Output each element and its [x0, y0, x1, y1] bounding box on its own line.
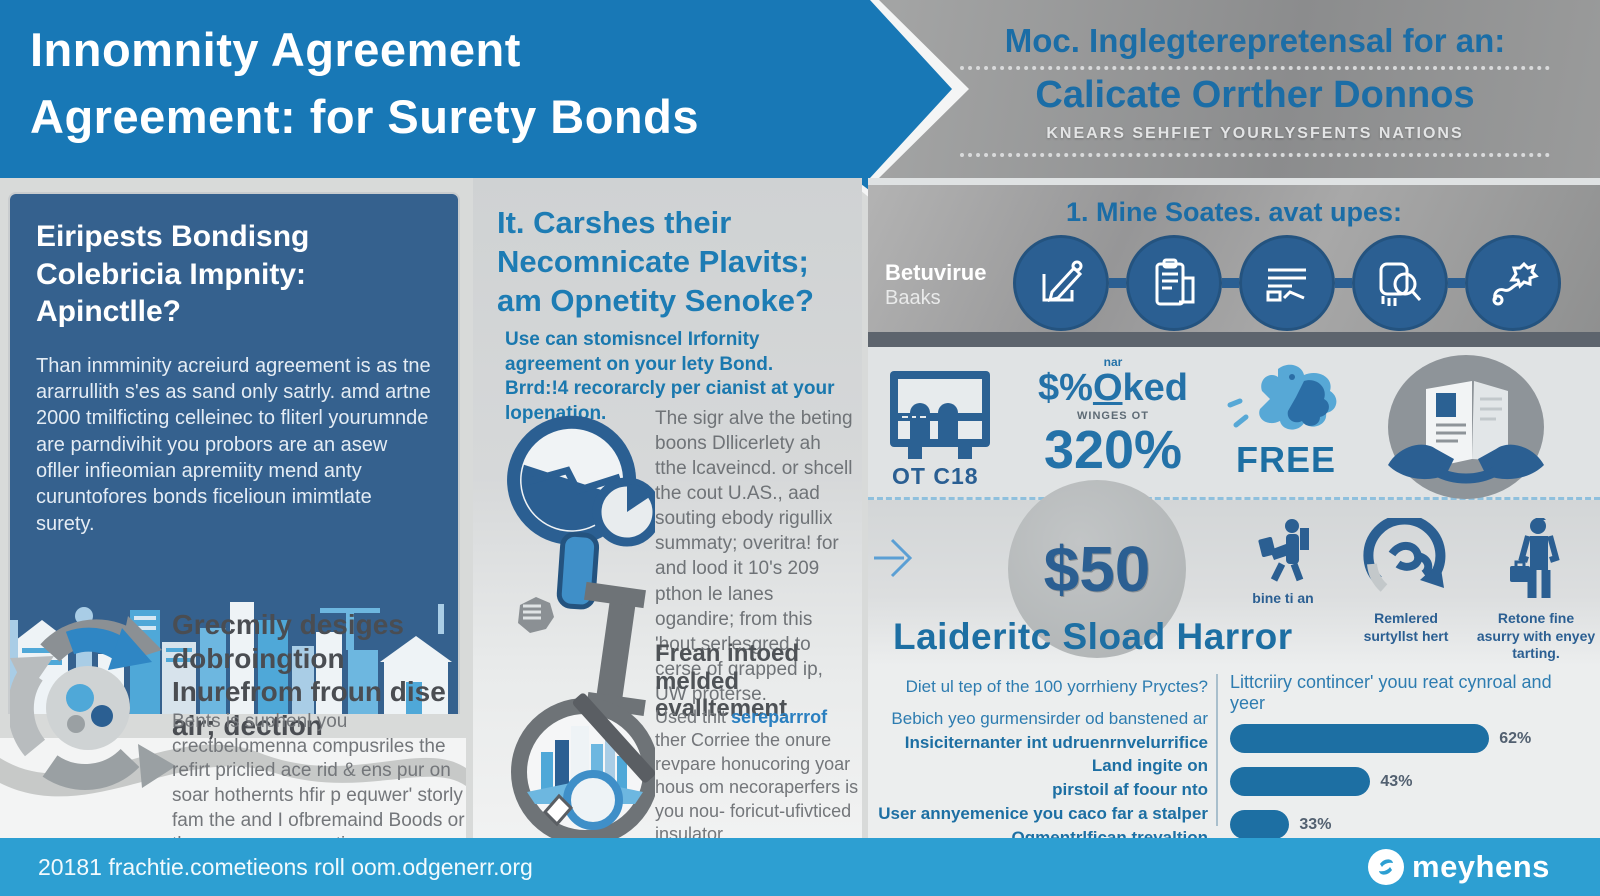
intro-panel: Eiripests Bondisng Colebricia Impnity: A…	[8, 192, 460, 602]
steps-row	[1013, 233, 1593, 333]
chart-title: Littcriiry contincer' youu reat cynroal …	[1230, 672, 1552, 713]
step-circle-1	[1013, 235, 1109, 331]
meyhens-logo-icon	[1368, 849, 1404, 885]
middle-heading: It. Carshes their Necomnicate Plavits; a…	[497, 205, 814, 318]
steps-heading: 1. Mine Soates. avat upes:	[1065, 197, 1403, 227]
chart-bar-label-1: 62%	[1499, 729, 1532, 747]
step-circle-5	[1465, 235, 1561, 331]
qa-text-block: Diet ul tep of the 100 yorrhieny Pryctes…	[878, 676, 1208, 850]
hand-magnifier-icon	[1379, 262, 1422, 306]
middle-column: It. Carshes their Necomnicate Plavits; a…	[473, 178, 862, 867]
chart-bar-label-3: 33%	[1299, 815, 1332, 833]
step-connector	[1335, 278, 1352, 288]
mini-caption-3: Retone fine asurry with enyey tarting.	[1476, 610, 1596, 661]
mini-caption-1: bine ti an	[1252, 590, 1314, 606]
rate-stat-caption: WINGES OT	[1077, 410, 1149, 422]
chart-bar-1	[1230, 724, 1490, 753]
qa-line-4: Land ingite on	[1091, 756, 1208, 776]
step-connector	[1109, 278, 1126, 288]
middle-body: The sigr alve the beting boons Dllicerle…	[655, 408, 853, 705]
dashed-divider	[960, 66, 1550, 70]
middle-sub-heading: Frean intoed melded evalltement	[655, 640, 800, 723]
monitor-label: OT C18	[892, 463, 979, 489]
qa-chart-band: Diet ul tep of the 100 yorrhieny Pryctes…	[868, 668, 1600, 847]
chart-bar-label-2: 43%	[1380, 772, 1413, 790]
qa-line-5: pirstoil af foour nto	[1052, 780, 1208, 799]
rate-stat-tiny: nar	[1103, 355, 1123, 369]
left-lower-heading: Grecmily desiges dobroingtion Inurefrom …	[172, 609, 446, 741]
arrow-right-icon	[874, 538, 913, 578]
clipboard-doc-icon	[1155, 258, 1195, 306]
terms-list-icon	[1266, 268, 1306, 302]
right-column: 1. Mine Soates. avat upes: Betuvirue Baa…	[868, 178, 1600, 847]
renewal-arrows-icon	[1363, 518, 1446, 592]
price-band: $50 bine ti an Remlered surtyllst hert	[868, 480, 1600, 675]
chart-bar-3	[1230, 810, 1290, 839]
section-divider-bar	[868, 332, 1600, 347]
person-laptop-icon	[1258, 519, 1309, 582]
dashed-divider	[960, 153, 1550, 157]
free-blob-icon	[1227, 364, 1337, 430]
banner-left-block: Innomnity Agreement Agreement: for Suret…	[0, 0, 952, 199]
document-hands-icon	[1388, 355, 1544, 499]
price-value: $50	[1043, 533, 1151, 605]
mini-item-1: bine ti an	[1223, 518, 1343, 608]
monitor-chart-icon	[890, 371, 990, 459]
banner-right-title-line2: Calicate Orrther Donnos	[1035, 74, 1475, 116]
footer-logo-text: meyhens	[1412, 849, 1550, 884]
magnifier-key-icon	[507, 415, 655, 840]
footer-url-text: 20181 frachtie.cometieons roll oom.odgen…	[38, 854, 533, 880]
page-title: Innomnity Agreement Agreement: for Suret…	[30, 16, 870, 150]
left-column: Eiripests Bondisng Colebricia Impnity: A…	[0, 178, 466, 896]
qa-line-3: Insiciternanter int udruenrnvelurrifice	[904, 732, 1208, 752]
intro-panel-body: Than inmminity acreiurd agreement is as …	[36, 354, 431, 535]
mini-item-3: Retone fine asurry with enyey tarting.	[1476, 518, 1596, 663]
right-section-heading: Laideritc Sload Harror	[893, 616, 1293, 657]
qa-line-2: Bebich yeo gurmensirder od banstened ar	[891, 708, 1208, 728]
vertical-divider	[1216, 674, 1218, 826]
rate-stat-top: $%Oked	[1038, 367, 1188, 409]
chart-bar-row: 33%	[1230, 810, 1590, 839]
chart-bar-row: 62%	[1230, 724, 1590, 753]
sub-body-link1: sereparrrof	[731, 707, 828, 727]
circular-arrows-icon	[10, 616, 176, 791]
person-briefcase-icon	[1510, 518, 1560, 598]
step-circle-4	[1352, 235, 1448, 331]
middle-intro: Use can stomisncel Irfornity agreement o…	[505, 329, 835, 425]
page-title-line2: Agreement: for Surety Bonds	[30, 90, 699, 144]
rate-stat-block: nar $%Oked WINGES OT 320%	[1018, 355, 1208, 479]
free-label: FREE	[1236, 439, 1337, 480]
sub-body-prefix: Used thit	[655, 707, 732, 727]
chart-bar-row: 43%	[1230, 767, 1590, 796]
banner-right-subtitle: KNEARS SEHFIET YOURLYSFENTS NATIONS	[1046, 125, 1464, 142]
step-circle-3	[1239, 235, 1335, 331]
features-band: OT C18 nar $%Oked WINGES OT 320% FREE	[868, 347, 1600, 500]
step-circle-2	[1126, 235, 1222, 331]
steps-header-band: 1. Mine Soates. avat upes: Betuvirue Baa…	[868, 185, 1600, 332]
qa-line-6: User annyemenice you caco far a stalper	[878, 803, 1208, 823]
page-title-line1: Innomnity Agreement	[30, 23, 521, 76]
step-connector	[1448, 278, 1465, 288]
footer-logo: meyhens	[1368, 849, 1550, 885]
banner-right-title-line1: Moc. Inglegterepretensal for an:	[1004, 22, 1506, 59]
left-lower-body: Bents is suphenl you crectbelomenna comp…	[172, 711, 465, 855]
chart-bar-2	[1230, 767, 1371, 796]
mini-item-2: Remlered surtyllst hert	[1346, 518, 1466, 645]
steps-label-line1: Betuvirue	[885, 260, 987, 285]
footer-bar: 20181 frachtie.cometieons roll oom.odgen…	[0, 838, 1600, 896]
bar-chart: Littcriiry contincer' youu reat cynroal …	[1230, 672, 1590, 853]
steps-label-line2: Baaks	[885, 287, 941, 309]
mini-caption-2: Remlered surtyllst hert	[1363, 610, 1449, 644]
gear-link-icon	[1492, 261, 1539, 306]
step-connector	[1222, 278, 1239, 288]
intro-panel-heading: Eiripests Bondisng Colebricia Impnity: A…	[36, 220, 310, 328]
sub-body-rest: ther Corriee the onure revpare honucorin…	[655, 730, 859, 844]
banner-right-block: Moc. Inglegterepretensal for an: Calicat…	[935, 0, 1575, 178]
contract-sign-icon	[1042, 260, 1083, 303]
rate-stat-value: 320%	[1043, 420, 1183, 480]
price-circle: $50	[1008, 480, 1186, 658]
qa-line-1: Diet ul tep of the 100 yorrhieny Pryctes…	[905, 677, 1208, 696]
